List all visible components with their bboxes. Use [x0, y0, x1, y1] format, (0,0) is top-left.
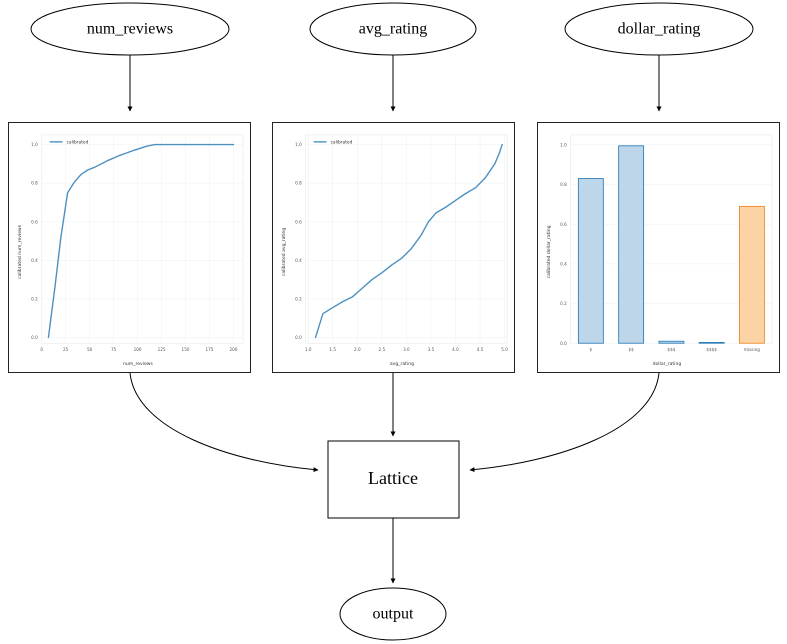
bar-4 — [738, 205, 765, 344]
svg-text:missing: missing — [744, 347, 760, 352]
svg-text:1.0: 1.0 — [305, 347, 312, 352]
bar-3 — [698, 341, 725, 344]
svg-text:calibrated: calibrated — [331, 140, 353, 146]
chart-panel-avg-rating[interactable]: 1.0 1.5 2.0 2.5 3.0 3.5 4.0 4.5 5.0 0.0 0.2 0.4 0.6 0… — [272, 122, 515, 373]
svg-text:0.6: 0.6 — [31, 219, 38, 224]
chart-xlabel-num-reviews: num_reviews — [123, 361, 153, 367]
node-dollar-rating[interactable]: dollar_rating — [564, 2, 754, 56]
svg-text:0.0: 0.0 — [31, 335, 38, 340]
svg-text:75: 75 — [111, 347, 117, 352]
chart-svg-avg-rating: 1.0 1.5 2.0 2.5 3.0 3.5 4.0 4.5 5.0 0.0 0.2 0.4 0.6 0… — [273, 123, 514, 372]
svg-text:0.2: 0.2 — [31, 296, 38, 301]
chart-ticklabels-dollar-rating: 0.00.20.40.60.81.0$$$$$$$$$$missing — [560, 142, 760, 352]
svg-text:0: 0 — [40, 347, 43, 352]
svg-text:$: $ — [590, 347, 593, 352]
node-num-reviews[interactable]: num_reviews — [30, 2, 230, 56]
node-lattice[interactable]: Lattice — [327, 440, 460, 519]
svg-text:50: 50 — [87, 347, 93, 352]
edge-chart1-to-lattice — [129, 372, 319, 473]
svg-text:$$$: $$$ — [667, 347, 675, 352]
chart-panel-num-reviews[interactable]: 0 25 50 75 100 125 150 175 200 0.0 0.2 0.4 0.6 0.8 1.0… — [8, 122, 251, 373]
svg-text:4.5: 4.5 — [477, 347, 484, 352]
svg-text:0.6: 0.6 — [560, 222, 567, 227]
svg-text:175: 175 — [206, 347, 214, 352]
chart-ticklabels-num-reviews: 0 25 50 75 100 125 150 175 200 0.0 0.2 0.4 0.6 0.8 1.0 — [31, 142, 238, 352]
chart-xlabel-dollar-rating: dollar_rating — [653, 361, 682, 367]
chart-gridlines-dollar-rating — [570, 134, 773, 344]
svg-text:1.0: 1.0 — [560, 142, 567, 147]
node-label-num-reviews: num_reviews — [87, 21, 173, 38]
chart-ticklabels-avg-rating: 1.0 1.5 2.0 2.5 3.0 3.5 4.0 4.5 5.0 0.0 0.2 0.4 0.6 0… — [295, 142, 508, 352]
svg-text:0.0: 0.0 — [295, 335, 302, 340]
chart-legend-num-reviews: calibrated — [49, 140, 89, 146]
node-label-dollar-rating: dollar_rating — [618, 21, 701, 38]
svg-text:0.4: 0.4 — [560, 261, 567, 266]
svg-text:3.0: 3.0 — [403, 347, 410, 352]
svg-text:0.0: 0.0 — [560, 341, 567, 346]
bar-2 — [658, 340, 685, 344]
svg-text:0.6: 0.6 — [295, 219, 302, 224]
node-avg-rating[interactable]: avg_rating — [309, 2, 477, 56]
svg-text:1.0: 1.0 — [295, 142, 302, 147]
chart-legend-avg-rating: calibrated — [313, 140, 353, 146]
svg-text:0.4: 0.4 — [31, 258, 38, 263]
svg-text:3.5: 3.5 — [428, 347, 435, 352]
node-label-avg-rating: avg_rating — [359, 21, 427, 38]
svg-text:0.8: 0.8 — [295, 181, 302, 186]
svg-text:25: 25 — [63, 347, 69, 352]
svg-text:200: 200 — [230, 347, 238, 352]
node-label-lattice: Lattice — [368, 468, 418, 488]
chart-ylabel-num-reviews: calibrated num_reviews — [17, 224, 23, 279]
svg-text:calibrated: calibrated — [67, 140, 89, 146]
node-label-output: output — [373, 606, 414, 623]
svg-text:100: 100 — [134, 347, 142, 352]
svg-text:2.0: 2.0 — [354, 347, 361, 352]
node-output[interactable]: output — [339, 587, 447, 641]
chart-ylabel-dollar-rating: calibrated dollar_rating — [546, 225, 552, 278]
chart-series-avg-rating — [314, 143, 503, 339]
svg-text:$$$$: $$$$ — [706, 347, 717, 352]
svg-text:0.4: 0.4 — [295, 258, 302, 263]
chart-ylabel-avg-rating: calibrated avg_rating — [281, 228, 287, 276]
svg-text:0.2: 0.2 — [295, 296, 302, 301]
svg-text:2.5: 2.5 — [379, 347, 386, 352]
edge-chart3-to-lattice — [469, 372, 660, 473]
bar-1 — [618, 145, 645, 344]
chart-series-num-reviews — [47, 143, 235, 339]
chart-bars-dollar-rating — [577, 145, 765, 344]
svg-text:0.8: 0.8 — [31, 181, 38, 186]
chart-svg-dollar-rating: 0.00.20.40.60.81.0$$$$$$$$$$missing doll… — [538, 123, 779, 372]
svg-text:$$: $$ — [628, 347, 634, 352]
bar-0 — [577, 178, 604, 344]
svg-text:5.0: 5.0 — [501, 347, 508, 352]
svg-text:0.8: 0.8 — [560, 182, 567, 187]
chart-gridlines-num-reviews — [41, 134, 244, 344]
svg-text:1.5: 1.5 — [329, 347, 336, 352]
svg-text:0.2: 0.2 — [560, 301, 567, 306]
svg-text:125: 125 — [158, 347, 166, 352]
chart-xlabel-avg-rating: avg_rating — [390, 361, 414, 367]
svg-text:4.0: 4.0 — [452, 347, 459, 352]
svg-text:1.0: 1.0 — [31, 142, 38, 147]
chart-gridlines-avg-rating — [305, 134, 508, 344]
svg-text:150: 150 — [182, 347, 190, 352]
chart-svg-num-reviews: 0 25 50 75 100 125 150 175 200 0.0 0.2 0.4 0.6 0.8 1.0… — [9, 123, 250, 372]
